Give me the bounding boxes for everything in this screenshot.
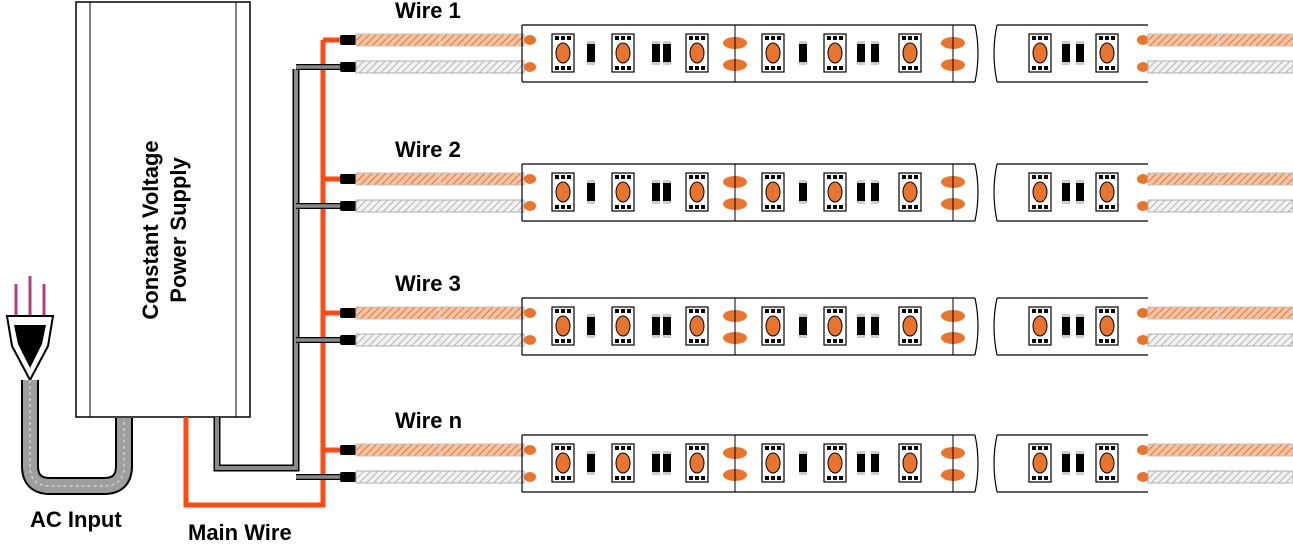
resistor-icon — [871, 451, 879, 475]
solder-pad-icon — [941, 164, 965, 221]
smd-led-icon — [551, 33, 575, 73]
solder-pad-icon — [941, 435, 965, 492]
led-strip-row: Wire 1 — [296, 0, 1293, 83]
resistor-icon — [871, 314, 879, 338]
resistor-icon — [652, 41, 660, 65]
smd-led-icon — [823, 306, 847, 346]
resistor-icon — [799, 314, 807, 338]
resistor-icon — [857, 41, 865, 65]
solder-pad-icon — [723, 164, 747, 221]
smd-led-icon — [761, 306, 785, 346]
solder-pad-icon — [723, 298, 747, 355]
smd-led-icon — [611, 172, 635, 212]
resistor-icon — [799, 180, 807, 204]
resistor-icon — [663, 41, 671, 65]
resistor-icon — [1062, 41, 1070, 65]
resistor-icon — [857, 180, 865, 204]
resistor-icon — [871, 41, 879, 65]
resistor-icon — [587, 41, 595, 65]
resistor-icon — [1062, 314, 1070, 338]
smd-led-icon — [898, 306, 922, 346]
resistor-icon — [652, 314, 660, 338]
wire-label: Wire 1 — [395, 0, 461, 23]
smd-led-icon — [1095, 306, 1119, 346]
resistor-icon — [1076, 314, 1084, 338]
solder-pad-icon — [723, 25, 747, 82]
main-wire-label: Main Wire — [188, 520, 292, 545]
smd-led-icon — [551, 172, 575, 212]
smd-led-icon — [685, 443, 709, 483]
resistor-icon — [587, 314, 595, 338]
smd-led-icon — [551, 306, 575, 346]
smd-led-icon — [611, 33, 635, 73]
smd-led-icon — [823, 172, 847, 212]
led-strip-row: Wire 2 — [296, 137, 1293, 222]
resistor-icon — [652, 180, 660, 204]
smd-led-icon — [1028, 443, 1052, 483]
resistor-icon — [587, 180, 595, 204]
smd-led-icon — [685, 172, 709, 212]
led-strips: Wire 1 Wire 2 Wire 3 Wire n — [296, 0, 1293, 493]
smd-led-icon — [1095, 172, 1119, 212]
smd-led-icon — [551, 443, 575, 483]
smd-led-icon — [898, 443, 922, 483]
smd-led-icon — [611, 443, 635, 483]
smd-led-icon — [761, 172, 785, 212]
solder-pad-icon — [941, 25, 965, 82]
resistor-icon — [857, 451, 865, 475]
smd-led-icon — [823, 443, 847, 483]
smd-led-icon — [1028, 172, 1052, 212]
smd-led-icon — [1095, 33, 1119, 73]
ac-input-label: AC Input — [30, 507, 122, 532]
resistor-icon — [799, 41, 807, 65]
wire-label: Wire n — [395, 408, 462, 433]
wire-label: Wire 2 — [395, 137, 461, 162]
smd-led-icon — [685, 306, 709, 346]
resistor-icon — [871, 180, 879, 204]
resistor-icon — [663, 451, 671, 475]
smd-led-icon — [1095, 443, 1119, 483]
resistor-icon — [1062, 451, 1070, 475]
resistor-icon — [799, 451, 807, 475]
resistor-icon — [663, 180, 671, 204]
wire-label: Wire 3 — [395, 271, 461, 296]
power-supply-label-line2: Power Supply — [166, 157, 191, 303]
resistor-icon — [652, 451, 660, 475]
power-supply-label-line1: Constant Voltage — [138, 140, 163, 319]
led-strip-row: Wire n — [296, 408, 1293, 493]
smd-led-icon — [898, 172, 922, 212]
smd-led-icon — [823, 33, 847, 73]
resistor-icon — [1076, 451, 1084, 475]
resistor-icon — [663, 314, 671, 338]
smd-led-icon — [1028, 33, 1052, 73]
smd-led-icon — [611, 306, 635, 346]
smd-led-icon — [761, 443, 785, 483]
resistor-icon — [857, 314, 865, 338]
solder-pad-icon — [941, 298, 965, 355]
smd-led-icon — [761, 33, 785, 73]
resistor-icon — [1076, 41, 1084, 65]
solder-pad-icon — [723, 435, 747, 492]
power-supply: Constant Voltage Power Supply — [75, 1, 251, 418]
smd-led-icon — [898, 33, 922, 73]
resistor-icon — [587, 451, 595, 475]
resistor-icon — [1062, 180, 1070, 204]
smd-led-icon — [685, 33, 709, 73]
smd-led-icon — [1028, 306, 1052, 346]
main-wire — [183, 40, 326, 508]
resistor-icon — [1076, 180, 1084, 204]
ac-plug-icon — [5, 276, 55, 383]
led-strip-row: Wire 3 — [296, 271, 1293, 356]
